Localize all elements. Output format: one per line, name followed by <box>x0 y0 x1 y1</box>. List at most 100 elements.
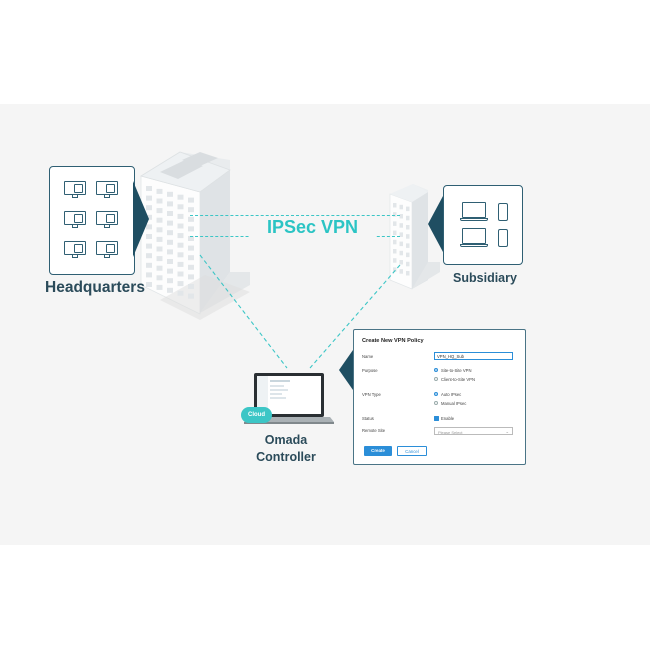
building-window <box>146 272 152 278</box>
building-window <box>167 201 173 207</box>
tunnel-line-top <box>190 215 400 216</box>
building-window <box>177 223 184 229</box>
building-window <box>188 226 194 232</box>
building-window <box>393 239 397 245</box>
enable-checkbox[interactable] <box>434 416 439 421</box>
headquarters-windows <box>146 186 194 299</box>
building-window <box>146 224 152 230</box>
hq-controller-link <box>199 254 288 369</box>
subsidiary-devices-card <box>443 185 523 265</box>
remote-site-placeholder: Please Select <box>438 429 463 435</box>
purpose-site-to-site-radio[interactable] <box>434 368 438 372</box>
building-window <box>177 233 184 239</box>
building-window <box>399 223 403 228</box>
building-window <box>156 246 163 252</box>
building-window <box>188 207 194 213</box>
remote-site-select[interactable]: Please Select ⌄ <box>434 427 513 435</box>
building-window <box>167 249 173 255</box>
building-window <box>167 239 173 245</box>
laptop-icon <box>460 228 488 248</box>
vpn-type-manual-radio[interactable] <box>434 401 438 405</box>
building-window <box>188 274 194 280</box>
desktop-monitor-icon <box>96 181 118 199</box>
vpn-type-auto-radio[interactable] <box>434 392 438 396</box>
building-window <box>146 186 152 191</box>
building-window <box>399 260 403 265</box>
building-window <box>188 264 194 270</box>
purpose-option-2: Client-to-Site VPN <box>441 377 475 382</box>
building-window <box>177 242 184 248</box>
building-window <box>399 269 403 274</box>
remote-site-field-label: Remote Site <box>362 428 386 433</box>
building-window <box>167 191 173 197</box>
desktop-monitor-icon <box>64 241 86 259</box>
vpn-type-field-label: VPN Type <box>362 392 381 397</box>
subsidiary-controller-link <box>309 264 401 369</box>
building-window <box>156 217 163 223</box>
building-window <box>177 290 184 296</box>
building-window <box>393 221 397 226</box>
purpose-client-to-site-radio[interactable] <box>434 377 438 381</box>
building-window <box>188 197 194 203</box>
building-window <box>156 198 163 204</box>
status-field-label: Status <box>362 416 374 421</box>
headquarters-label: Headquarters <box>45 279 145 296</box>
create-button[interactable]: Create <box>364 446 392 456</box>
building-window <box>167 287 173 293</box>
desktop-monitor-icon <box>96 241 118 259</box>
purpose-option-1: Site-to-Site VPN <box>441 368 472 373</box>
building-window <box>167 259 173 264</box>
building-window <box>146 262 152 268</box>
omada-controller-label: Omada Controller <box>236 432 336 466</box>
building-window <box>188 236 194 241</box>
building-window <box>146 282 152 287</box>
building-window <box>156 256 163 262</box>
building-window <box>177 271 184 277</box>
subsidiary-label: Subsidiary <box>453 271 517 285</box>
building-window <box>146 243 152 249</box>
building-window <box>177 261 184 267</box>
building-window <box>393 258 397 263</box>
building-window <box>146 214 152 220</box>
controller-label-line2: Controller <box>256 450 316 464</box>
building-window <box>167 278 173 284</box>
building-window <box>188 245 194 251</box>
building-window <box>188 284 194 289</box>
name-field-label: Name <box>362 354 374 359</box>
building-window <box>399 232 403 237</box>
vpn-type-option-1: Auto IPsec <box>441 392 462 397</box>
building-window <box>406 261 410 267</box>
phone-icon <box>498 203 508 221</box>
building-window <box>399 241 403 247</box>
building-window <box>406 271 410 276</box>
building-window <box>177 204 184 210</box>
dialog-pointer <box>339 350 353 390</box>
building-window <box>156 265 163 271</box>
building-window <box>167 211 173 216</box>
building-window <box>156 236 163 242</box>
building-window <box>177 281 184 287</box>
building-window <box>406 215 410 221</box>
building-window <box>156 208 163 214</box>
controller-label-line1: Omada <box>264 433 308 447</box>
building-window <box>406 234 410 239</box>
building-window <box>399 214 403 219</box>
building-window <box>146 253 152 259</box>
ipsec-vpn-label: IPSec VPN <box>250 217 375 238</box>
dialog-title: Create New VPN Policy <box>362 338 424 344</box>
building-window <box>406 206 410 212</box>
chevron-down-icon: ⌄ <box>505 428 509 434</box>
laptop-icon <box>460 202 488 222</box>
building-window <box>177 252 184 258</box>
subsidiary-card-pointer <box>428 196 443 252</box>
building-window <box>156 275 163 281</box>
building-window <box>177 194 184 200</box>
cloud-badge: Cloud <box>241 407 272 423</box>
name-input[interactable]: VPN_HQ_Sub <box>434 352 513 360</box>
create-vpn-policy-dialog: Create New VPN Policy Name VPN_HQ_Sub Pu… <box>353 329 526 465</box>
cancel-button[interactable]: Cancel <box>397 446 427 456</box>
building-window <box>393 249 397 254</box>
building-window <box>393 267 397 272</box>
purpose-field-label: Purpose <box>362 368 378 373</box>
building-window <box>146 234 152 239</box>
